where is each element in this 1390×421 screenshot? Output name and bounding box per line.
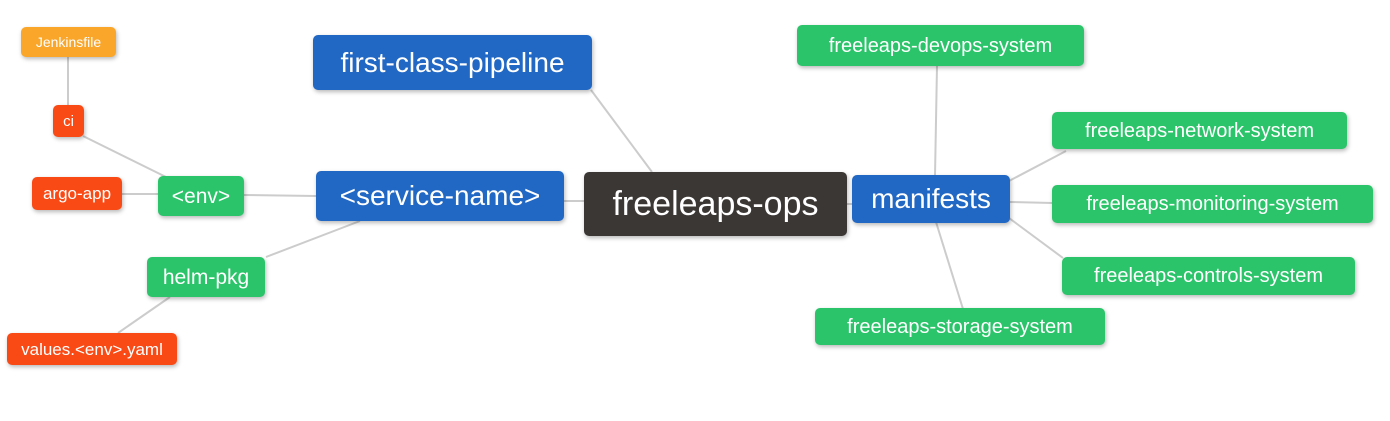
edge-first-class-pipeline-freeleaps-ops <box>590 89 653 173</box>
node-freeleaps-devops-system[interactable]: freeleaps-devops-system <box>797 25 1084 66</box>
node-freeleaps-ops[interactable]: freeleaps-ops <box>584 172 847 236</box>
node-label: manifests <box>871 183 991 214</box>
node-manifests[interactable]: manifests <box>852 175 1010 223</box>
node-label: <service-name> <box>339 180 541 211</box>
edge-helm-pkg-values-env-yaml <box>117 296 171 334</box>
node-helm-pkg[interactable]: helm-pkg <box>147 257 265 297</box>
node-label: argo-app <box>42 184 112 203</box>
node-freeleaps-storage-system[interactable]: freeleaps-storage-system <box>815 308 1105 345</box>
node-label: freeleaps-controls-system <box>1094 265 1323 287</box>
node-label: freeleaps-storage-system <box>847 315 1073 338</box>
edge-service-name-helm-pkg <box>265 220 361 258</box>
edge-manifests-freeleaps-devops-system <box>934 65 938 177</box>
node-label: Jenkinsfile <box>35 34 102 50</box>
node-freeleaps-controls-system[interactable]: freeleaps-controls-system <box>1062 257 1355 295</box>
node-env[interactable]: <env> <box>158 176 244 216</box>
node-service-name[interactable]: <service-name> <box>316 171 564 221</box>
node-values-env-yaml[interactable]: values.<env>.yaml <box>7 333 177 365</box>
node-label: freeleaps-ops <box>612 185 819 223</box>
node-argo-app[interactable]: argo-app <box>32 177 122 210</box>
edge-ci-env <box>82 135 167 178</box>
node-label: first-class-pipeline <box>340 46 565 78</box>
node-jenkinsfile[interactable]: Jenkinsfile <box>21 27 116 57</box>
node-label: freeleaps-network-system <box>1085 119 1314 142</box>
node-label: helm-pkg <box>162 265 250 289</box>
node-label: freeleaps-devops-system <box>828 34 1053 57</box>
node-label: <env> <box>171 184 231 208</box>
node-label: ci <box>63 112 74 130</box>
node-ci[interactable]: ci <box>53 105 84 137</box>
edge-manifests-freeleaps-network-system <box>1008 150 1067 182</box>
edge-env-service-name <box>243 194 317 197</box>
node-freeleaps-monitoring-system[interactable]: freeleaps-monitoring-system <box>1052 185 1373 223</box>
edge-manifests-freeleaps-storage-system <box>935 221 964 310</box>
edge-manifests-freeleaps-monitoring-system <box>1009 201 1054 204</box>
node-freeleaps-network-system[interactable]: freeleaps-network-system <box>1052 112 1347 149</box>
node-first-class-pipeline[interactable]: first-class-pipeline <box>313 35 592 90</box>
node-label: freeleaps-monitoring-system <box>1086 193 1339 215</box>
edge-manifests-freeleaps-controls-system <box>1008 217 1064 259</box>
node-label: values.<env>.yaml <box>21 339 163 359</box>
